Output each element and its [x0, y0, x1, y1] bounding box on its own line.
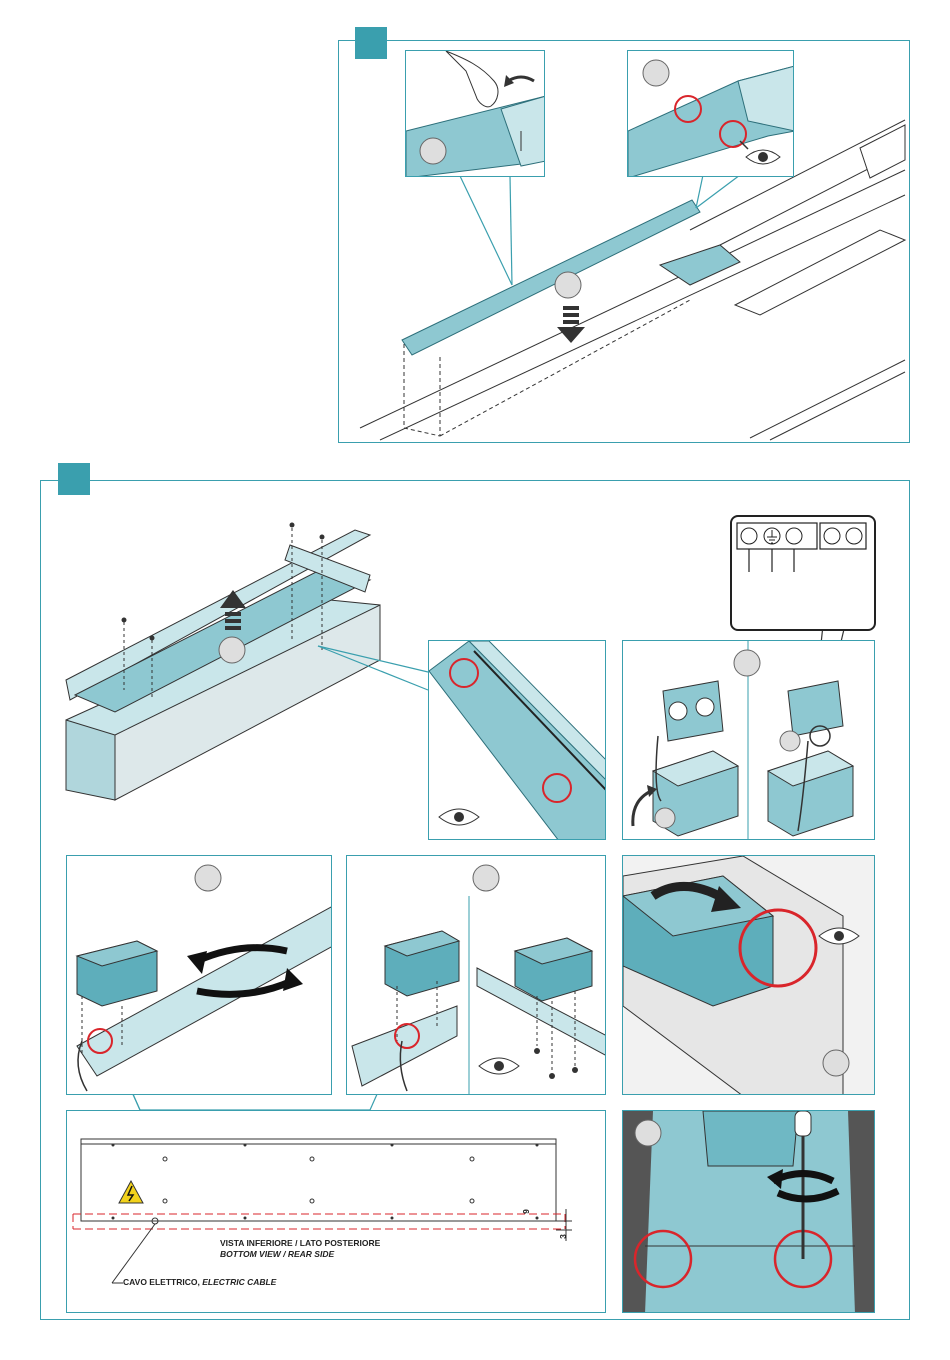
step-circle	[473, 865, 499, 891]
eye-icon	[479, 1058, 519, 1074]
cable-label: CAVO ELETTRICO, ELECTRIC CABLE	[123, 1277, 276, 1288]
step-circle	[780, 731, 800, 751]
bottom-view-label-it: VISTA INFERIORE / LATO POSTERIORE	[220, 1238, 380, 1249]
screw-icons	[534, 1048, 578, 1079]
step-circle	[823, 1050, 849, 1076]
cable-label-en: ELECTRIC CABLE	[202, 1277, 276, 1287]
terminal-block	[730, 515, 876, 631]
dimension-label-a: 9	[521, 1209, 532, 1214]
inset-profile-check	[428, 640, 606, 840]
step-circle	[635, 1120, 661, 1146]
inset-bottom-view: 9 3 VISTA INFERIORE / LATO POSTERIORE BO…	[66, 1110, 606, 1313]
curved-arrow-icon	[633, 791, 651, 826]
step-circle	[734, 650, 760, 676]
cable-label-it: CAVO ELETTRICO,	[123, 1277, 200, 1287]
step-circle	[195, 865, 221, 891]
inset-screw-fixing	[622, 1110, 875, 1313]
step-circle	[655, 808, 675, 828]
eye-icon	[439, 809, 479, 825]
inset-rotate-box	[66, 855, 332, 1095]
inset-socket-assembly	[622, 640, 875, 840]
inset-mount-box	[346, 855, 606, 1095]
bottom-view-label-en: BOTTOM VIEW / REAR SIDE	[220, 1249, 334, 1260]
inset-slide-box	[622, 855, 875, 1095]
step-circle	[219, 637, 245, 663]
dimension-label-b: 3	[558, 1234, 569, 1239]
